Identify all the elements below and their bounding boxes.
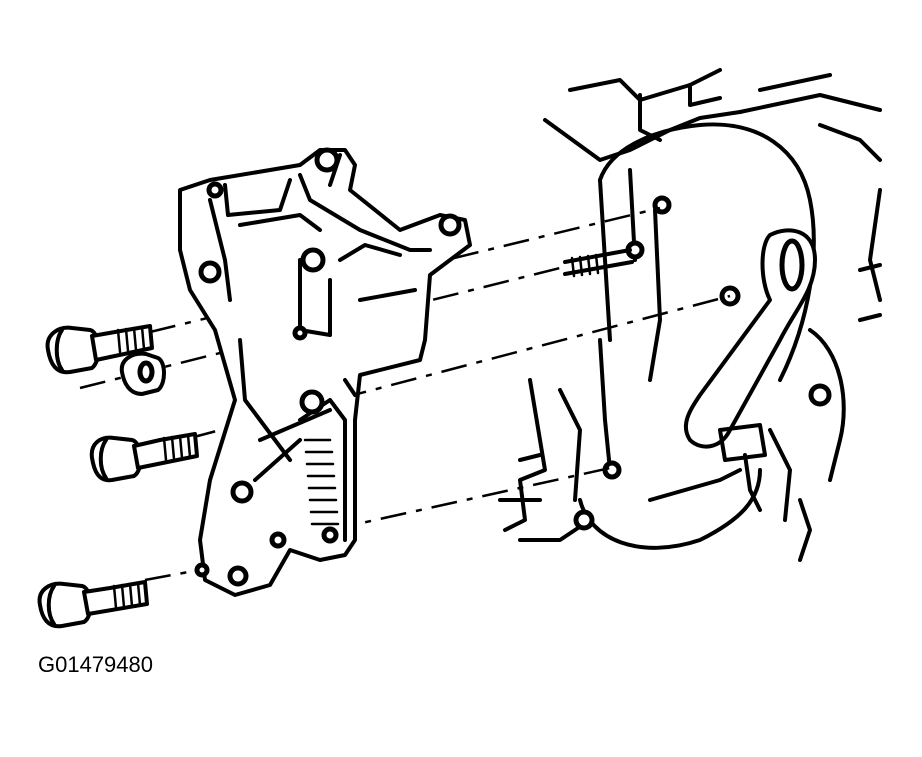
- bolt-upper: [45, 324, 154, 375]
- bolt-lower: [37, 580, 149, 629]
- figure-id-label: G01479480: [38, 652, 153, 677]
- mounting-bracket: [178, 147, 472, 597]
- bolt-middle: [89, 432, 199, 483]
- engine-block: [498, 68, 882, 562]
- nut: [119, 351, 166, 396]
